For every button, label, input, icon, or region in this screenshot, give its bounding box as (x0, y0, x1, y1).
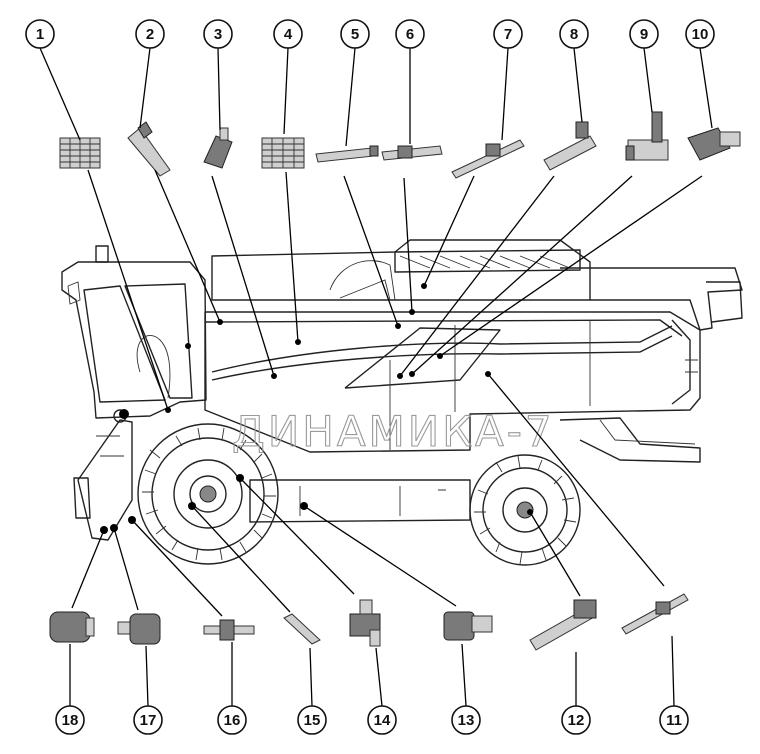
part-3-cylinder-sensor-icon (203, 127, 233, 169)
callout-9: 9 (629, 19, 659, 49)
leader-lines (39, 47, 713, 707)
callout-1: 1 (25, 19, 55, 49)
feeder-house (73, 409, 133, 541)
part-5-rod-sensor-icon (315, 145, 379, 163)
callout-2: 2 (135, 19, 165, 49)
part-10-actuator-icon (687, 127, 741, 161)
watermark-text: ДИНАМИКА-7 (232, 407, 555, 456)
callout-11: 11 (659, 705, 689, 735)
svg-text:7: 7 (504, 26, 512, 43)
part-9-position-sensor-icon (625, 111, 669, 161)
svg-text:2: 2 (146, 26, 154, 43)
combine-harvester: ДИНАМИКА-7 (61, 239, 743, 566)
svg-text:5: 5 (351, 26, 359, 43)
svg-text:14: 14 (374, 712, 391, 729)
body (204, 311, 701, 453)
callout-14: 14 (367, 705, 397, 735)
part-15-blade-sensor-icon (283, 613, 321, 645)
svg-text:10: 10 (692, 26, 709, 43)
callout-16: 16 (217, 705, 247, 735)
callout-13: 13 (451, 705, 481, 735)
part-13-solenoid-icon (443, 611, 493, 641)
callout-bottom-row: 11 12 13 14 15 16 17 18 (55, 705, 689, 735)
lower-frame (249, 479, 471, 523)
callout-15: 15 (297, 705, 327, 735)
svg-text:17: 17 (140, 712, 157, 729)
svg-text:16: 16 (224, 712, 241, 729)
part-2-plug-icon (127, 121, 171, 177)
svg-text:11: 11 (666, 712, 682, 729)
svg-text:4: 4 (284, 26, 293, 43)
svg-text:1: 1 (36, 26, 44, 43)
svg-text:8: 8 (570, 26, 578, 43)
part-14-switch-icon (349, 599, 381, 647)
callout-4: 4 (273, 19, 303, 49)
callout-6: 6 (395, 19, 425, 49)
callout-5: 5 (340, 19, 370, 49)
svg-text:15: 15 (304, 712, 321, 729)
svg-text:3: 3 (214, 26, 222, 43)
svg-text:6: 6 (406, 26, 414, 43)
callout-3: 3 (203, 19, 233, 49)
svg-text:13: 13 (458, 712, 475, 729)
svg-text:12: 12 (568, 712, 585, 729)
cab (61, 245, 207, 419)
front-wheel (137, 423, 279, 565)
part-8-speed-sensor-icon (543, 121, 597, 171)
part-6-rod-sensor-icon (381, 145, 443, 161)
callout-12: 12 (561, 705, 591, 735)
part-4-connector-icon (261, 137, 305, 169)
sensor-parts (49, 111, 741, 651)
callout-17: 17 (133, 705, 163, 735)
part-11-probe-sensor-icon (621, 593, 689, 635)
part-7-probe-sensor-icon (451, 139, 525, 179)
part-17-proximity-sensor-icon (117, 613, 161, 645)
callout-18: 18 (55, 705, 85, 735)
callout-10: 10 (685, 19, 715, 49)
part-18-pressure-sensor-icon (49, 611, 95, 643)
rear-wheel (469, 454, 581, 566)
callout-8: 8 (559, 19, 589, 49)
svg-text:18: 18 (62, 712, 79, 729)
svg-text:9: 9 (640, 26, 648, 43)
grain-tank (211, 239, 591, 301)
part-16-rod-sensor-icon (203, 619, 255, 641)
sensor-location-dots (100, 283, 533, 534)
callout-7: 7 (493, 19, 523, 49)
unloading-auger (560, 267, 743, 331)
part-1-connector-icon (59, 137, 101, 169)
callout-top-row: 1 2 3 4 5 6 7 8 9 10 (25, 19, 715, 49)
part-12-speed-sensor-icon (529, 599, 597, 651)
